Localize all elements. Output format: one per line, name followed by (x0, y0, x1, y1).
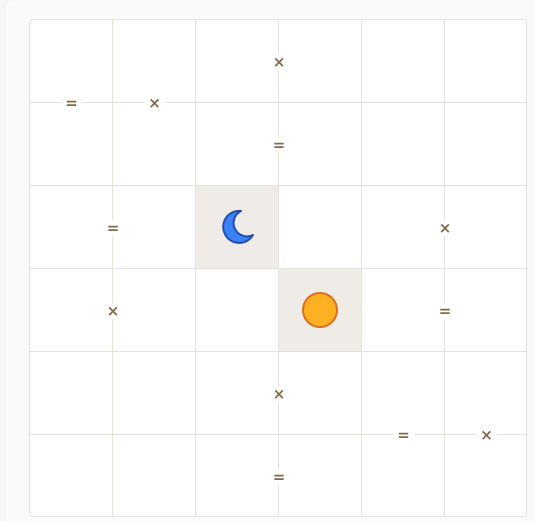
grid-cell-r3-c0[interactable] (30, 269, 113, 352)
opposite-constraint: × (476, 427, 497, 443)
grid-cell-r0-c4[interactable] (362, 20, 445, 103)
grid-cell-r2-c1[interactable] (113, 186, 196, 269)
moon-icon (222, 209, 254, 244)
grid-cell-r4-c3[interactable] (279, 352, 362, 435)
grid-cell-r5-c5[interactable] (445, 435, 526, 516)
grid-cell-r2-c5[interactable] (445, 186, 526, 269)
grid-cell-r0-c1[interactable] (113, 20, 196, 103)
grid-cell-r5-c2[interactable] (196, 435, 279, 516)
game-panel: = × × = = × × = × = × = (6, 0, 535, 521)
opposite-constraint: × (269, 385, 289, 402)
opposite-constraint: × (144, 95, 165, 111)
grid-cell-r1-c2[interactable] (196, 103, 279, 186)
grid-cell-r1-c0[interactable] (30, 103, 113, 186)
grid-cell-r0-c5[interactable] (445, 20, 526, 103)
equal-constraint: = (435, 302, 455, 319)
grid-cell-r5-c1[interactable] (113, 435, 196, 516)
grid-cell-r0-c3[interactable] (279, 20, 362, 103)
equal-constraint: = (269, 136, 289, 153)
equal-constraint: = (269, 468, 289, 485)
grid-cell-r1-c5[interactable] (445, 103, 526, 186)
grid-cell-r1-c3[interactable] (279, 103, 362, 186)
grid-cell-r4-c1[interactable] (113, 352, 196, 435)
grid-cell-r3-c4[interactable] (362, 269, 445, 352)
grid-cell-r0-c0[interactable] (30, 20, 113, 103)
grid-cell-r2-c0[interactable] (30, 186, 113, 269)
grid-cell-r0-c2[interactable] (196, 20, 279, 103)
grid-cell-r3-c1[interactable] (113, 269, 196, 352)
grid-cell-r2-c2[interactable] (196, 186, 279, 269)
grid-cell-r1-c4[interactable] (362, 103, 445, 186)
grid-cell-r1-c1[interactable] (113, 103, 196, 186)
grid-cell-r2-c3[interactable] (279, 186, 362, 269)
grid-cell-r3-c5[interactable] (445, 269, 526, 352)
grid-cell-r4-c2[interactable] (196, 352, 279, 435)
grid-cell-r5-c4[interactable] (362, 435, 445, 516)
grid-cell-r5-c0[interactable] (30, 435, 113, 516)
opposite-constraint: × (435, 219, 455, 236)
equal-constraint: = (103, 219, 123, 236)
grid-cell-r4-c0[interactable] (30, 352, 113, 435)
sun-icon (302, 292, 338, 328)
grid-cell-r5-c3[interactable] (279, 435, 362, 516)
grid-cell-r4-c4[interactable] (362, 352, 445, 435)
puzzle-board: = × × = = × × = × = × = (29, 19, 527, 517)
grid-cell-r2-c4[interactable] (362, 186, 445, 269)
grid-cell-r3-c2[interactable] (196, 269, 279, 352)
grid-cell-r4-c5[interactable] (445, 352, 526, 435)
grid-cell-r3-c3[interactable] (279, 269, 362, 352)
opposite-constraint: × (269, 53, 289, 70)
opposite-constraint: × (103, 302, 123, 319)
equal-constraint: = (61, 95, 82, 111)
equal-constraint: = (393, 427, 414, 443)
